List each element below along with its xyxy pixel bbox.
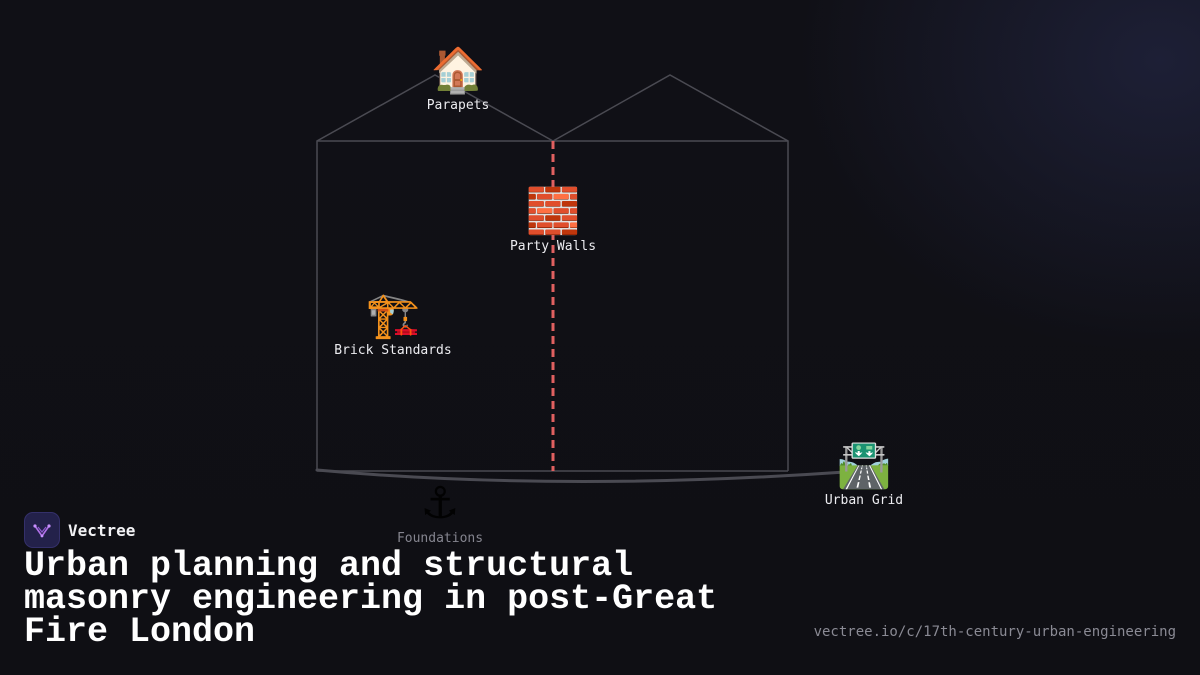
node-brick-standards[interactable]: 🏗️ Brick Standards [334, 290, 452, 359]
crane-icon: 🏗️ [365, 290, 421, 341]
node-label-parapets: Parapets [426, 98, 490, 113]
foundation-curve [315, 468, 847, 484]
motorway-icon: 🛣️ [836, 440, 892, 491]
bricks-icon: 🧱 [525, 186, 581, 237]
node-label-brick-standards: Brick Standards [334, 343, 452, 358]
node-foundations[interactable]: ⚓ Foundations [396, 478, 484, 547]
left-building-outline [316, 74, 554, 471]
node-label-foundations: Foundations [396, 531, 484, 546]
node-label-party-walls: Party Walls [509, 239, 597, 254]
vectree-logo-icon [24, 512, 60, 548]
anchor-icon: ⚓ [420, 478, 460, 529]
right-building-outline [552, 74, 789, 471]
house-icon: 🏠 [430, 45, 486, 96]
node-parapets[interactable]: 🏠 Parapets [426, 45, 490, 114]
source-url[interactable]: vectree.io/c/17th-century-urban-engineer… [813, 624, 1176, 640]
node-label-urban-grid: Urban Grid [824, 493, 904, 508]
node-party-walls[interactable]: 🧱 Party Walls [509, 186, 597, 255]
brand[interactable]: Vectree [24, 512, 135, 548]
node-urban-grid[interactable]: 🛣️ Urban Grid [824, 440, 904, 509]
page-title: Urban planning and structural masonry en… [24, 546, 718, 652]
brand-name: Vectree [68, 520, 136, 540]
